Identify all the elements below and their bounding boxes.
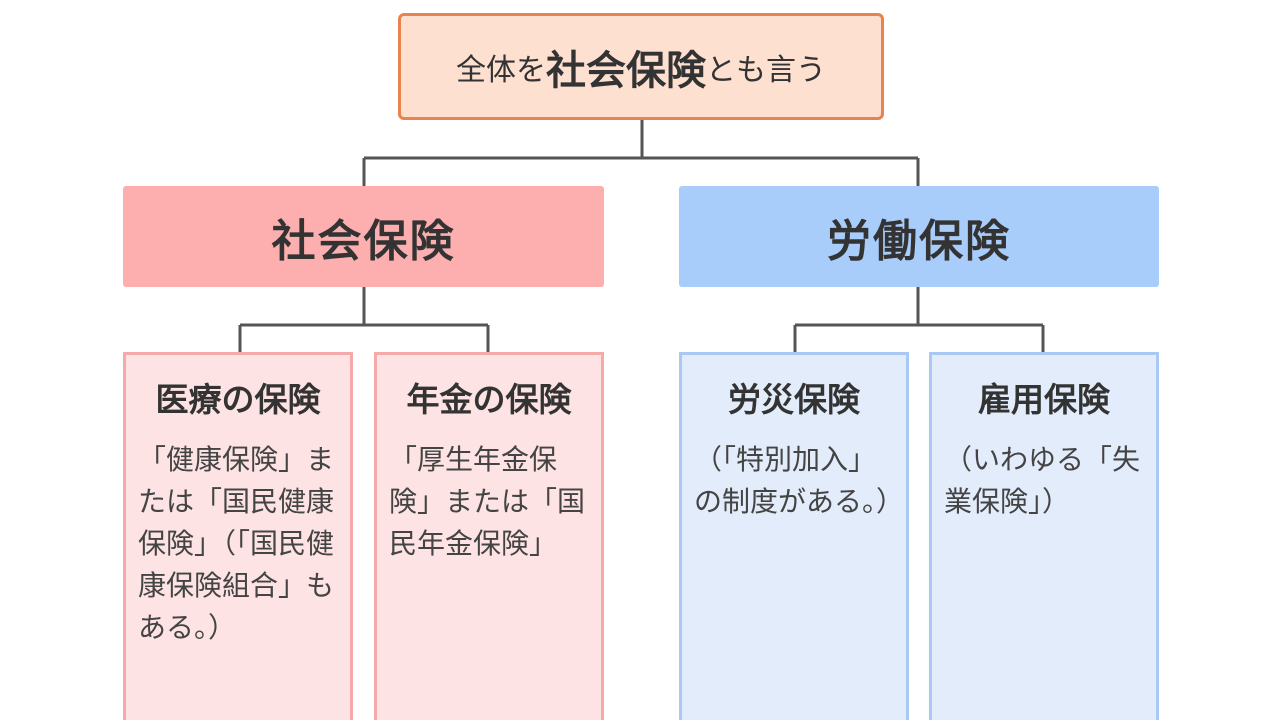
leaf-accident-title: 労災保険 <box>728 380 860 419</box>
leaf-employment-title: 雇用保険 <box>978 380 1110 419</box>
category-social-label: 社会保険 <box>271 215 456 267</box>
leaf-accident-description: （「特別加入」の制度がある。） <box>694 443 905 518</box>
root-node: 全体を社会保険とも言う <box>398 13 884 120</box>
leaf-medical-insurance: 医療の保険 「健康保険」または「国民健康保険」（「国民健康保険組合」もある。） <box>123 352 353 720</box>
leaf-pension-title: 年金の保険 <box>406 380 572 419</box>
leaf-workers-accident-insurance: 労災保険 （「特別加入」の制度がある。） <box>679 352 909 720</box>
category-social-insurance: 社会保険 <box>123 186 604 287</box>
leaf-medical-description: 「健康保険」または「国民健康保険」（「国民健康保険組合」もある。） <box>138 443 335 644</box>
leaf-pension-insurance: 年金の保険 「厚生年金保険」または「国民年金保険」 <box>374 352 604 720</box>
leaf-medical-title: 医療の保険 <box>155 380 321 419</box>
leaf-employment-description: （いわゆる「失業保険」） <box>944 443 1141 518</box>
category-labor-label: 労働保険 <box>827 215 1011 267</box>
leaf-employment-insurance: 雇用保険 （いわゆる「失業保険」） <box>929 352 1159 720</box>
root-prefix: 全体を <box>456 52 546 88</box>
leaf-pension-description: 「厚生年金保険」または「国民年金保険」 <box>389 443 586 560</box>
root-emphasis: 社会保険 <box>546 47 706 94</box>
root-suffix: とも言う <box>706 52 826 88</box>
category-labor-insurance: 労働保険 <box>679 186 1159 287</box>
